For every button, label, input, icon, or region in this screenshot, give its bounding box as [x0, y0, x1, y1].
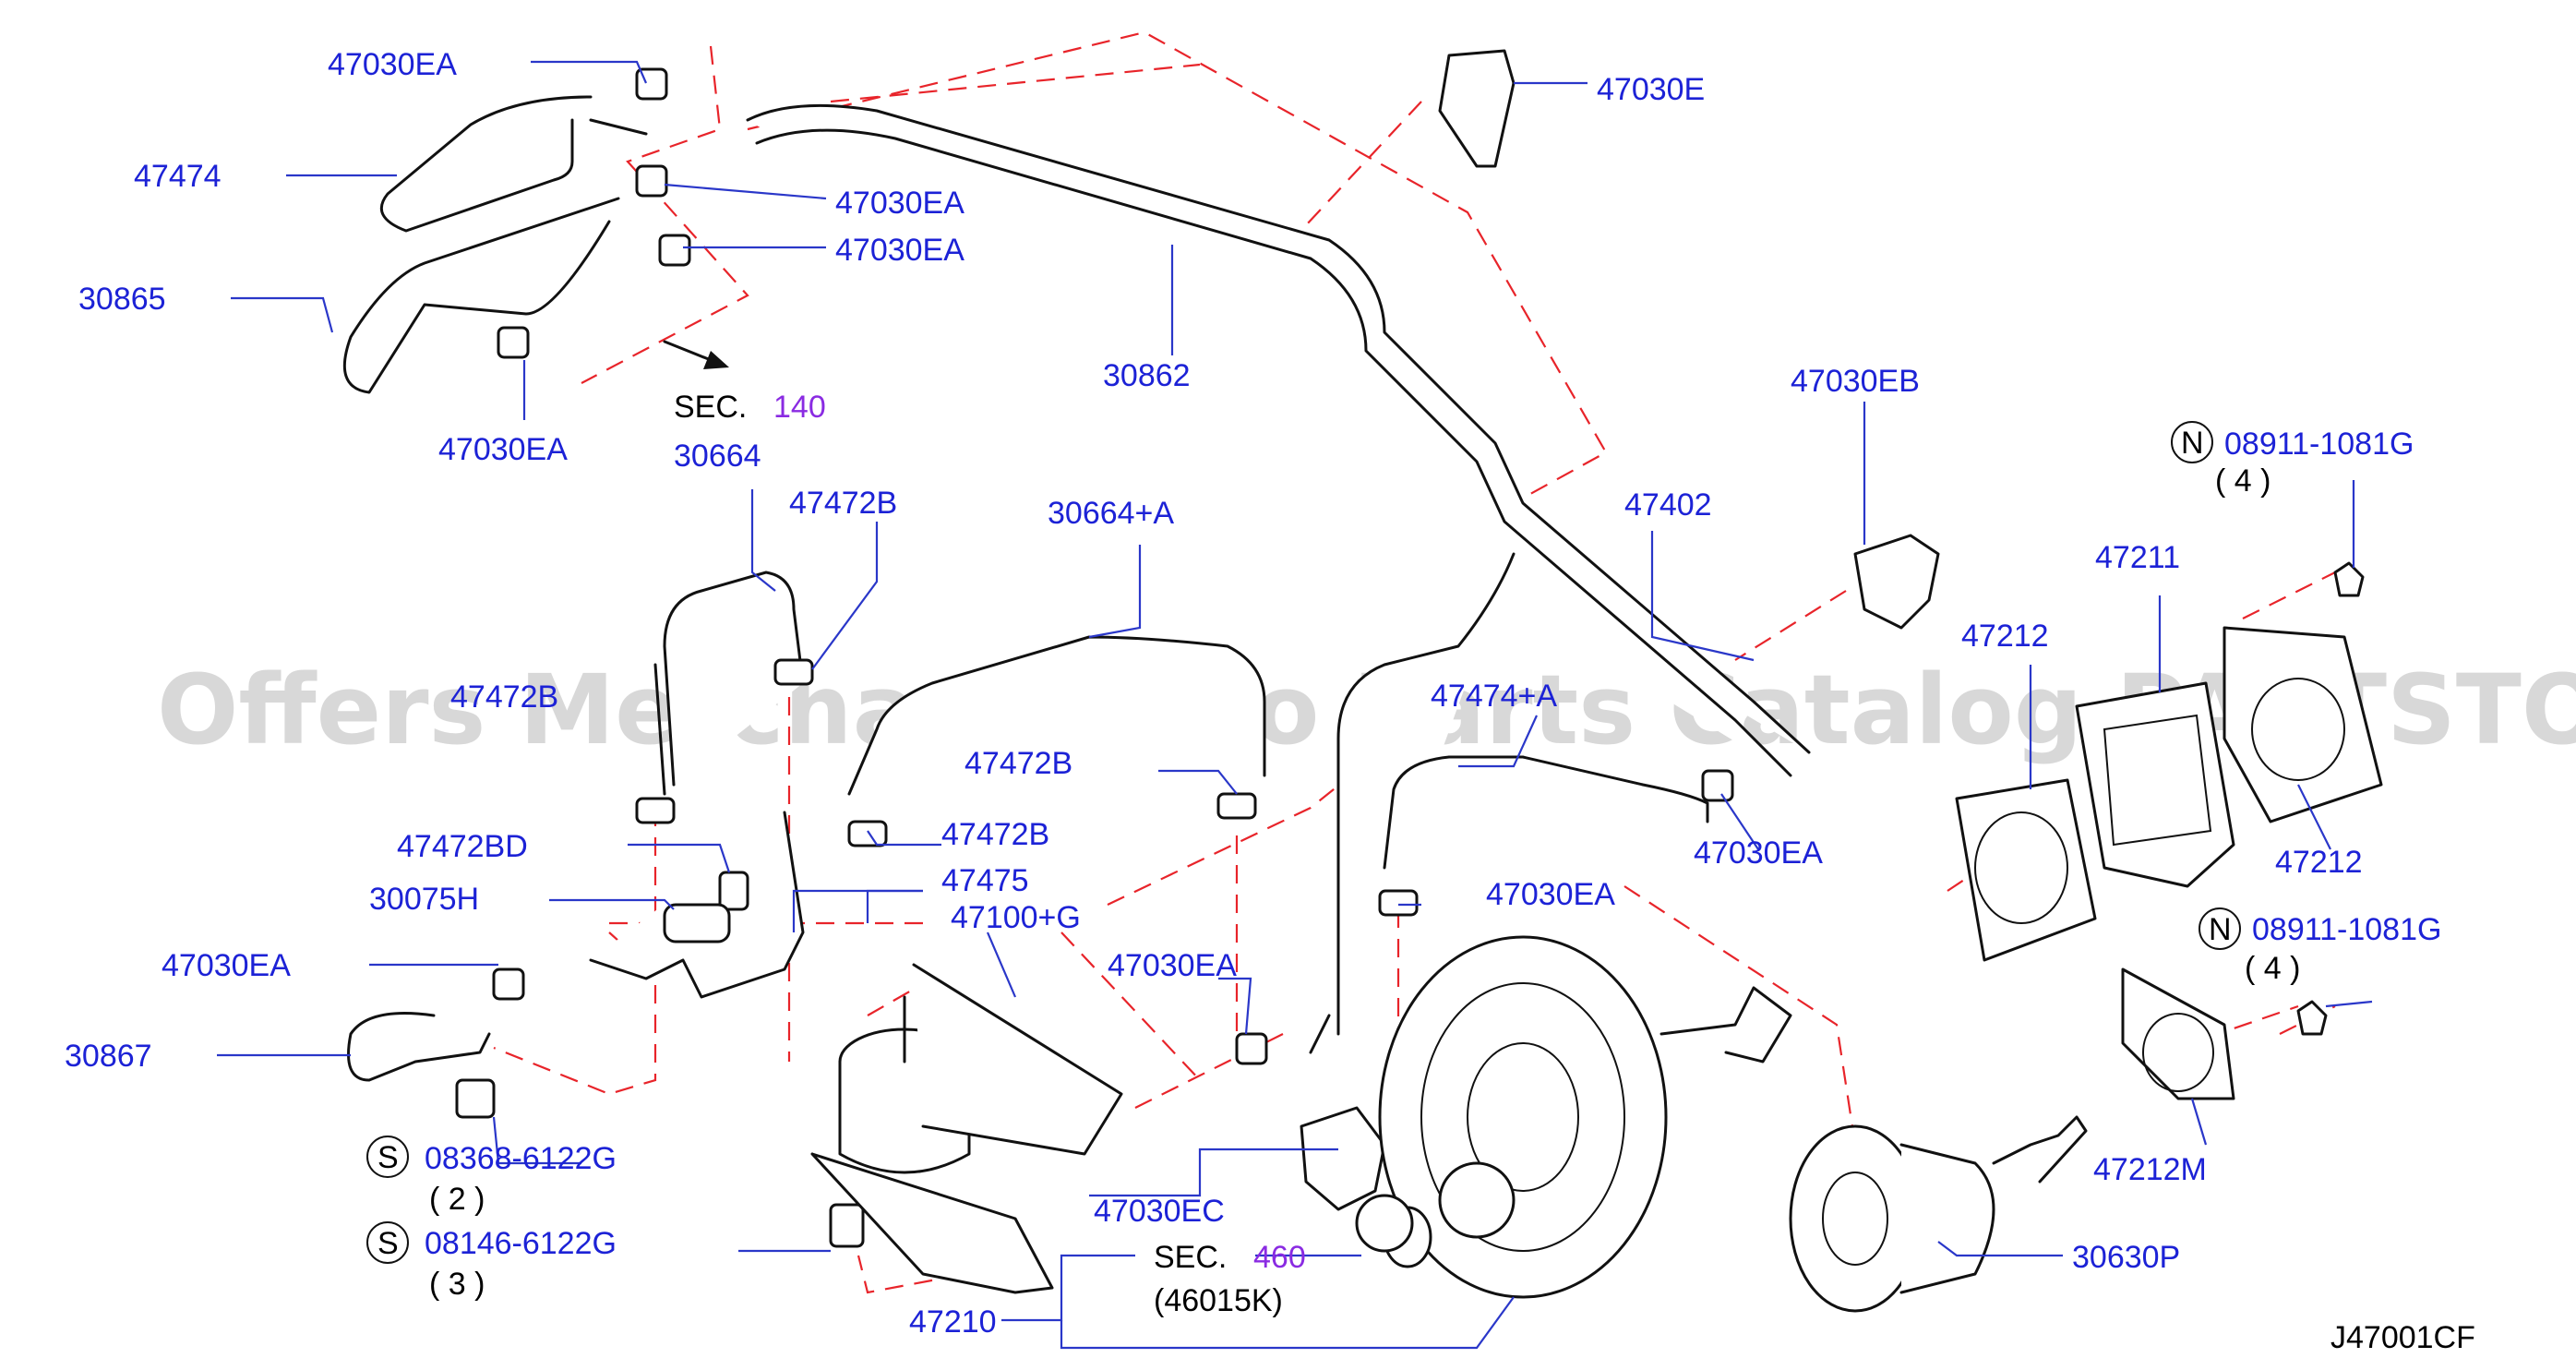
n-circle-icon — [2199, 907, 2241, 950]
n-circle-icon — [2171, 421, 2213, 463]
label-47210: 47210 — [909, 1304, 997, 1340]
label-47402: 47402 — [1624, 487, 1712, 523]
label-47472B: 47472B — [941, 817, 1049, 852]
label-47211: 47211 — [2095, 540, 2180, 575]
label-47474A: 47474+A — [1431, 679, 1557, 714]
bolt-part-number: 08368-6122G — [425, 1141, 617, 1176]
sec-460-prefix: SEC. — [1154, 1240, 1227, 1275]
label-47472B: 47472B — [450, 679, 558, 715]
label-47030E: 47030E — [1597, 72, 1705, 107]
s-circle-icon — [366, 1221, 409, 1264]
label-30867: 30867 — [65, 1039, 152, 1074]
label-47030EA: 47030EA — [1694, 835, 1823, 871]
bolt-part-number: 08146-6122G — [425, 1226, 617, 1261]
label-30630P: 30630P — [2072, 1240, 2180, 1275]
label-47472B: 47472B — [965, 746, 1072, 781]
nut-part-number: 08911-1081G — [2224, 427, 2414, 462]
s-mark: S — [377, 1226, 399, 1261]
label-47472BD: 47472BD — [397, 829, 528, 864]
label-47030EA: 47030EA — [1486, 877, 1615, 912]
s-circle-icon — [366, 1136, 409, 1178]
label-47475: 47475 — [941, 863, 1029, 898]
label-47472B: 47472B — [789, 486, 897, 521]
label-30664: 30664 — [674, 439, 761, 474]
label-47100G: 47100+G — [951, 900, 1081, 935]
n-mark: N — [2209, 912, 2232, 947]
label-47030EA: 47030EA — [835, 233, 965, 268]
s-mark: S — [377, 1140, 399, 1175]
label-47474: 47474 — [134, 159, 222, 194]
nut-part-number: 08911-1081G — [2252, 912, 2441, 947]
diagram-code: J47001CF — [2330, 1320, 2475, 1355]
n-mark: N — [2181, 426, 2204, 461]
sec-460-reference: (46015K) — [1154, 1283, 1283, 1318]
bolt-quantity: ( 3 ) — [429, 1267, 485, 1302]
label-30075H: 30075H — [369, 882, 479, 917]
label-30664A: 30664+A — [1048, 496, 1174, 531]
bolt-quantity: ( 2 ) — [429, 1182, 485, 1217]
label-47030EA: 47030EA — [328, 47, 457, 82]
sec-140-prefix: SEC. — [674, 390, 747, 425]
label-47030EC: 47030EC — [1094, 1194, 1225, 1229]
label-47212: 47212 — [1961, 619, 2049, 654]
leader-lines — [217, 60, 2373, 1350]
label-47212M: 47212M — [2093, 1152, 2207, 1187]
label-47212: 47212 — [2275, 845, 2363, 880]
label-30862: 30862 — [1103, 358, 1191, 393]
sec-460-number[interactable]: 460 — [1253, 1240, 1306, 1275]
label-47030EA: 47030EA — [1108, 948, 1237, 983]
nut-quantity: ( 4 ) — [2245, 951, 2300, 986]
nut-quantity: ( 4 ) — [2215, 463, 2270, 499]
label-47030EA: 47030EA — [835, 186, 965, 221]
sec-140-number[interactable]: 140 — [773, 390, 826, 425]
label-47030EA: 47030EA — [162, 948, 291, 983]
callout-labels: 47030EA 47474 47030EA 47030EA 30865 4703… — [65, 47, 2475, 1355]
label-47030EA: 47030EA — [438, 432, 568, 467]
part-shapes — [342, 49, 2383, 1313]
label-47030EB: 47030EB — [1791, 364, 1920, 399]
label-30865: 30865 — [78, 282, 166, 317]
